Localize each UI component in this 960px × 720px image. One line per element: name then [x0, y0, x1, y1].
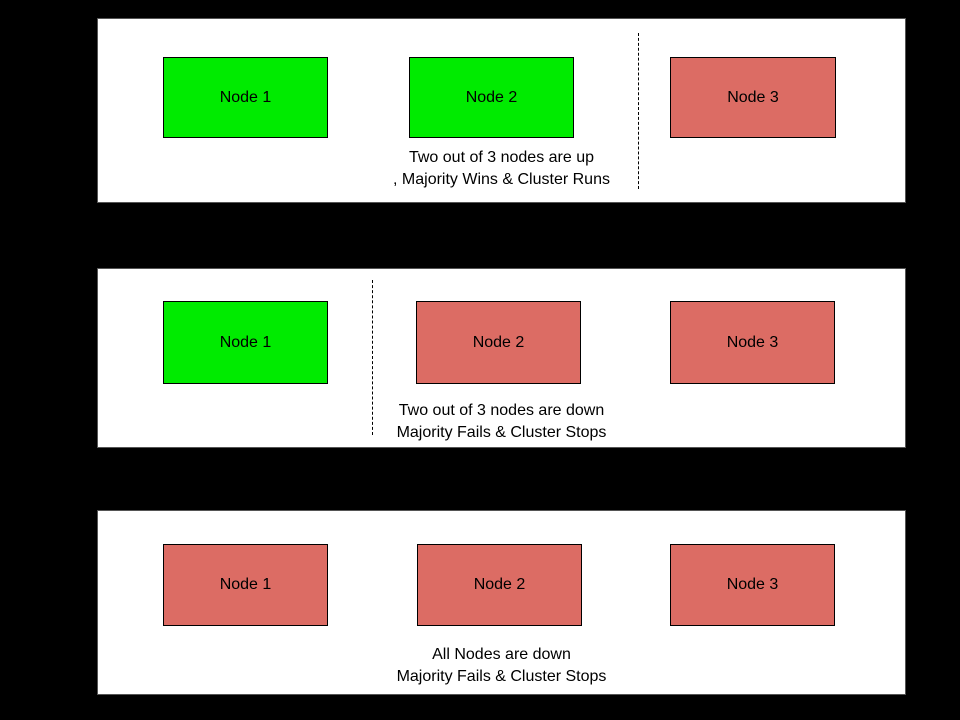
node-label: Node 3	[727, 88, 779, 106]
node-label: Node 3	[726, 576, 779, 593]
panel-all-nodes-down: Node 1 Node 2 Node 3 All Nodes are down …	[97, 510, 906, 695]
node-label: Node 2	[472, 333, 525, 351]
panel-caption: Two out of 3 nodes are up , Majority Win…	[98, 147, 905, 191]
node-box: Node 1	[163, 301, 328, 384]
caption-line-1: All Nodes are down	[432, 646, 571, 663]
panel-caption: Two out of 3 nodes are down Majority Fai…	[98, 400, 905, 444]
partition-divider	[372, 280, 373, 435]
node-box: Node 3	[670, 544, 835, 626]
panel-two-nodes-up: Node 1 Node 2 Node 3 Two out of 3 nodes …	[97, 18, 906, 203]
node-box: Node 2	[417, 544, 582, 626]
caption-line-1: Two out of 3 nodes are down	[398, 402, 605, 419]
node-label: Node 1	[219, 333, 272, 351]
caption-line-2: Majority Fails & Cluster Stops	[396, 668, 607, 685]
caption-line-1: Two out of 3 nodes are up	[408, 149, 594, 166]
caption-line-2: Majority Fails & Cluster Stops	[396, 424, 607, 441]
node-label: Node 3	[726, 333, 779, 351]
node-box: Node 1	[163, 544, 328, 626]
node-label: Node 2	[473, 576, 526, 593]
node-label: Node 1	[219, 576, 272, 593]
panel-two-nodes-down: Node 1 Node 2 Node 3 Two out of 3 nodes …	[97, 268, 906, 448]
node-box: Node 3	[670, 57, 836, 138]
node-box: Node 3	[670, 301, 835, 384]
node-box: Node 2	[409, 57, 574, 138]
node-label: Node 2	[465, 88, 518, 106]
partition-divider	[638, 33, 639, 189]
panel-caption: All Nodes are down Majority Fails & Clus…	[98, 644, 905, 688]
node-box: Node 1	[163, 57, 328, 138]
node-box: Node 2	[416, 301, 581, 384]
caption-line-2: , Majority Wins & Cluster Runs	[393, 171, 610, 188]
node-label: Node 1	[219, 88, 272, 106]
